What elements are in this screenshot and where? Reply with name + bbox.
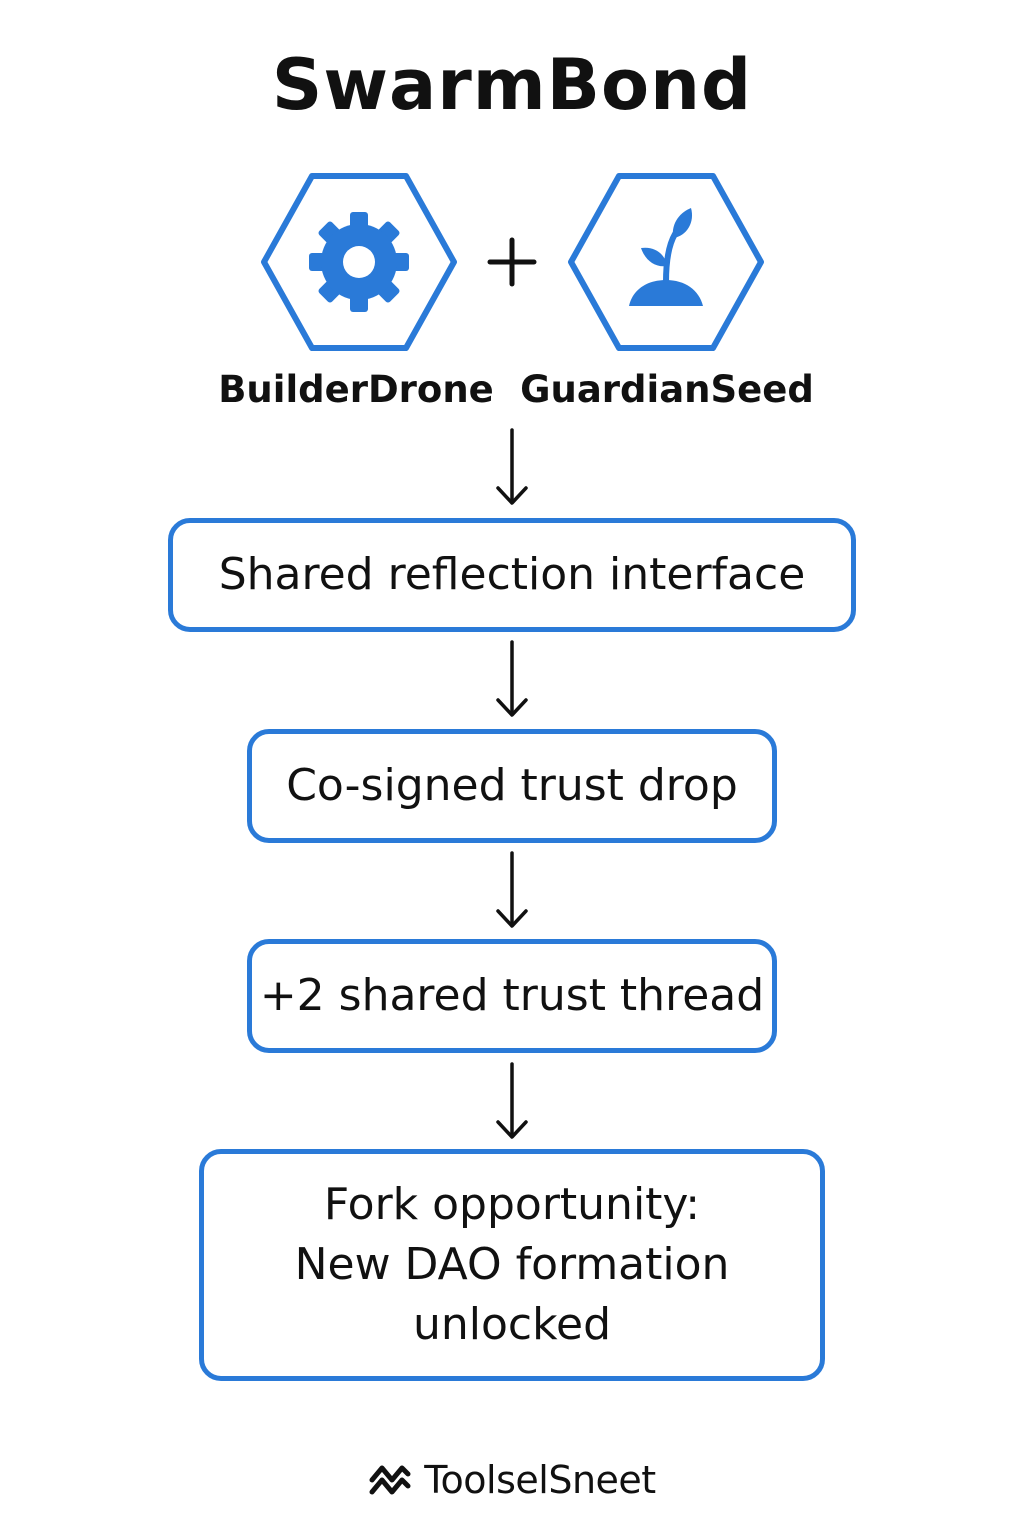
step-text: +2 shared trust thread xyxy=(259,970,765,1021)
step-box-fork-opportunity: Fork opportunity: New DAO formation unlo… xyxy=(199,1149,825,1381)
footer-brand: ToolselSneet xyxy=(0,1452,1024,1508)
gear-icon xyxy=(309,212,409,312)
down-arrow-icon xyxy=(492,640,532,720)
guardianseed-hexagon xyxy=(567,172,765,352)
step-text: Co-signed trust drop xyxy=(286,760,738,811)
agent-label-guardianseed: GuardianSeed xyxy=(520,368,814,411)
page-title: SwarmBond xyxy=(271,44,753,126)
zigzag-logo-icon xyxy=(369,1465,411,1495)
step-box-reflection-interface: Shared reflection interface xyxy=(168,518,856,632)
step-text: Shared reflection interface xyxy=(218,549,806,600)
agent-label-builderdrone: BuilderDrone xyxy=(218,368,494,411)
step-box-trust-thread: +2 shared trust thread xyxy=(247,939,777,1053)
down-arrow-icon xyxy=(492,1062,532,1142)
step-box-trust-drop: Co-signed trust drop xyxy=(247,729,777,843)
step-line: Fork opportunity: xyxy=(323,1179,701,1230)
step-text-multiline: Fork opportunity: New DAO formation unlo… xyxy=(295,1175,730,1355)
down-arrow-icon xyxy=(492,428,532,508)
step-line: New DAO formation xyxy=(294,1239,730,1290)
sprout-icon xyxy=(629,208,703,306)
brand-name: ToolselSneet xyxy=(424,1458,656,1502)
plus-icon xyxy=(484,234,540,290)
down-arrow-icon xyxy=(492,851,532,931)
builderdrone-hexagon xyxy=(260,172,458,352)
step-line: unlocked xyxy=(412,1299,612,1350)
